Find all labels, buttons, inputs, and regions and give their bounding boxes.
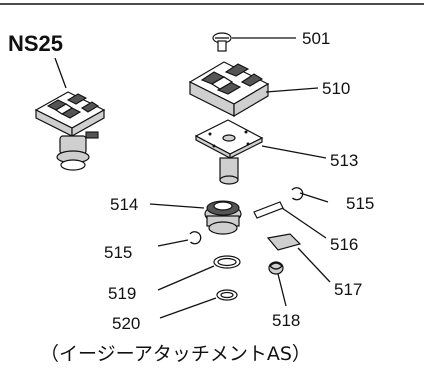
label-516: 516 xyxy=(330,235,358,254)
part-513-base-plate: 513 xyxy=(194,119,358,185)
label-517: 517 xyxy=(334,280,362,299)
leader-line xyxy=(54,57,67,89)
leader-line xyxy=(157,239,189,247)
label-515-right: 515 xyxy=(346,194,374,213)
part-520-washer: 520 xyxy=(112,289,238,333)
part-510-key-plate: 510 xyxy=(188,61,350,118)
label-515-left: 515 xyxy=(104,243,132,262)
label-519: 519 xyxy=(108,284,136,303)
label-518: 518 xyxy=(272,311,300,330)
part-515-left-clip: 515 xyxy=(104,231,202,262)
diagram-caption: （イージーアタッチメントAS） xyxy=(40,343,311,365)
part-519-o-ring: 519 xyxy=(108,255,241,303)
leader-line xyxy=(297,247,331,283)
leader-line xyxy=(159,297,217,319)
part-517-lever: 517 xyxy=(266,233,362,299)
leader-line xyxy=(265,87,319,93)
label-513: 513 xyxy=(330,151,358,170)
leader-line xyxy=(281,207,327,239)
leader-line xyxy=(299,192,329,203)
part-501-screw: 501 xyxy=(212,29,330,52)
model-title: NS25 xyxy=(8,31,63,56)
part-518-spring: 518 xyxy=(268,261,300,330)
label-520: 520 xyxy=(112,314,140,333)
label-510: 510 xyxy=(322,79,350,98)
part-514-clutch-body: 514 xyxy=(110,195,242,235)
part-515-right-clip: 515 xyxy=(291,187,374,213)
leader-line xyxy=(157,265,215,291)
ns25-assembly xyxy=(34,57,106,171)
leader-line xyxy=(149,203,205,209)
leader-line xyxy=(277,273,287,307)
part-516-pin: 516 xyxy=(253,201,358,254)
label-501: 501 xyxy=(302,29,330,48)
label-514: 514 xyxy=(110,195,138,214)
leader-line xyxy=(261,145,327,159)
